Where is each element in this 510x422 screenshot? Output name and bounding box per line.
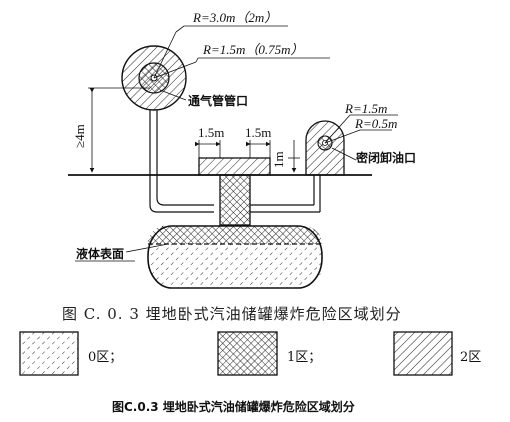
ground-zone2-box bbox=[198, 157, 271, 176]
vent-pipe bbox=[149, 110, 214, 213]
vent-hazard-circles bbox=[121, 25, 330, 111]
legend-label-zone2: 2区 bbox=[460, 350, 481, 365]
manhole-zone1-shaft bbox=[219, 174, 251, 226]
legend: 0区； 1区； 2区 bbox=[19, 331, 481, 376]
tank-outline bbox=[147, 225, 323, 289]
legend-label-zone0: 0区； bbox=[88, 350, 122, 365]
vent-pipe-label: 通气管管口 bbox=[188, 93, 248, 108]
legend-swatch-zone0 bbox=[19, 331, 79, 376]
horizontal-dimensions bbox=[194, 140, 271, 158]
unload-inner-radius-label: R=0.5m bbox=[354, 116, 397, 131]
tank-vapor-zone1 bbox=[147, 225, 322, 244]
unload-port-zone bbox=[305, 114, 398, 176]
dim-left-label: 1.5m bbox=[198, 125, 224, 140]
dim-depth-label: 1m bbox=[271, 151, 286, 168]
vent-inner-radius-label: R=1.5m（0.75m） bbox=[202, 42, 304, 57]
depth-dimension bbox=[288, 140, 300, 173]
underground-tank bbox=[147, 225, 323, 289]
legend-swatch-zone1 bbox=[217, 331, 278, 376]
liquid-surface-label: 液体表面 bbox=[76, 246, 124, 261]
legend-swatch-zone2 bbox=[393, 331, 453, 376]
dim-right-label: 1.5m bbox=[245, 125, 271, 140]
figure-caption: 图 C. 0. 3 埋地卧式汽油储罐爆炸危险区域划分 bbox=[62, 305, 402, 323]
footer-caption: 图C.0.3 埋地卧式汽油储罐爆炸危险区域划分 bbox=[112, 399, 355, 414]
sealed-unload-label: 密闭卸油口 bbox=[356, 150, 416, 165]
legend-label-zone1: 1区； bbox=[287, 350, 321, 365]
unload-outer-radius-label: R=1.5m bbox=[344, 101, 387, 116]
vent-outer-radius-label: R=3.0m（2m） bbox=[192, 10, 277, 25]
tank-liquid-zone0 bbox=[148, 244, 322, 288]
unload-pipe bbox=[250, 175, 321, 213]
height-min-label: ≥4m bbox=[72, 124, 87, 148]
